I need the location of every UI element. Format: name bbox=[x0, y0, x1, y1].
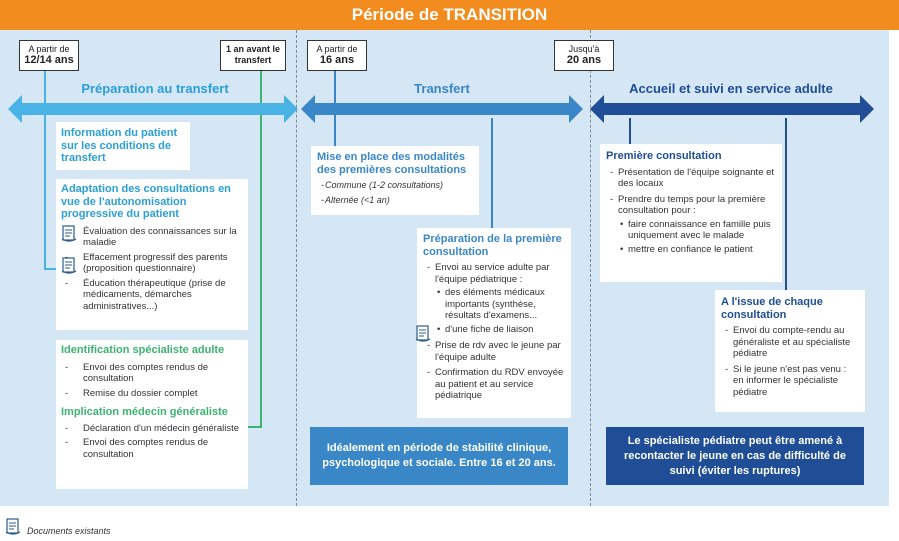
premiere-subitem: faire connaissance en famille puis uniqu… bbox=[618, 219, 776, 242]
timeline-connector bbox=[629, 118, 631, 144]
timeline-connector bbox=[246, 426, 262, 428]
modalites-title: Mise en place des modalités des première… bbox=[317, 151, 467, 176]
phase-label-accueil: Accueil et suivi en service adulte bbox=[629, 81, 833, 96]
issue-consultation-box: A l'issue de chaque consultation Envoi d… bbox=[715, 290, 865, 412]
phase-arrow-transfert bbox=[301, 95, 583, 123]
premiere-item: Prendre du temps pour la première consul… bbox=[606, 194, 776, 217]
age-tag-20: Jusqu'à 20 ans bbox=[554, 40, 614, 71]
issue-consultation-title: A l'issue de chaque consultation bbox=[721, 296, 823, 321]
age-tag-12-14: A partir de 12/14 ans bbox=[19, 40, 79, 71]
implication-item: Déclaration d'un médecin généraliste bbox=[61, 423, 243, 435]
adaptation-title: Adaptation des consultations en vue de l… bbox=[61, 183, 231, 220]
timeline-connector bbox=[491, 118, 493, 228]
age-tag-16: A partir de 16 ans bbox=[307, 40, 367, 71]
tag-caption: Jusqu'à bbox=[568, 44, 600, 54]
info-patient-box: Information du patient sur les condition… bbox=[56, 122, 190, 170]
legend-label: Documents existants bbox=[27, 526, 111, 536]
identification-title: Identification spécialiste adulte bbox=[61, 344, 225, 356]
preparation-subitem: des éléments médicaux importants (synthè… bbox=[435, 287, 565, 322]
identification-item: Remise du dossier complet bbox=[61, 388, 243, 400]
document-icon bbox=[61, 257, 77, 274]
phase-arrow-preparation bbox=[8, 95, 298, 123]
timeline-connector bbox=[785, 118, 787, 290]
phase-label-preparation: Préparation au transfert bbox=[81, 81, 229, 96]
tag-value: 16 ans bbox=[319, 54, 355, 66]
premiere-consultation-title: Première consultation bbox=[606, 150, 722, 162]
adaptation-box: Adaptation des consultations en vue de l… bbox=[56, 179, 248, 330]
preparation-item: Envoi au service adulte par l'équipe péd… bbox=[423, 262, 565, 285]
column-divider bbox=[590, 30, 591, 506]
identification-item: Envoi des comptes rendus de consultation bbox=[61, 362, 243, 385]
transfert-footer: Idéalement en période de stabilité clini… bbox=[310, 427, 568, 485]
timeline-connector bbox=[44, 268, 60, 270]
tag-value: 20 ans bbox=[566, 54, 602, 66]
modalites-box: Mise en place des modalités des première… bbox=[311, 146, 479, 215]
adaptation-item: Évaluation des connaissances sur la mala… bbox=[61, 226, 243, 249]
accueil-footer: Le spécialiste pédiatre peut être amené … bbox=[606, 427, 864, 485]
modalites-item: Commune (1-2 consultations) bbox=[317, 180, 473, 192]
tag-value: 12/14 ans bbox=[24, 54, 74, 66]
premiere-subitem: mettre en confiance le patient bbox=[618, 244, 776, 256]
adaptation-item: Éducation thérapeutique (prise de médica… bbox=[61, 278, 243, 313]
preparation-title: Préparation de la première consultation bbox=[423, 233, 562, 258]
document-icon bbox=[61, 225, 77, 242]
tag-caption: A partir de bbox=[316, 44, 358, 54]
preparation-item: Prise de rdv avec le jeune par l'équipe … bbox=[423, 340, 565, 363]
identification-box: Identification spécialiste adulte Envoi … bbox=[56, 340, 248, 489]
preparation-subitem: d'une fiche de liaison bbox=[435, 324, 565, 336]
adaptation-item: Effacement progressif des parents (propo… bbox=[61, 252, 243, 275]
tag-caption: A partir de bbox=[28, 44, 70, 54]
premiere-consultation-box: Première consultation Présentation de l'… bbox=[600, 144, 782, 282]
phase-arrow-accueil bbox=[590, 95, 874, 123]
preparation-item: Confirmation du RDV envoyée au patient e… bbox=[423, 367, 565, 402]
age-tag-1-an-avant: 1 an avant le transfert bbox=[220, 40, 286, 71]
column-divider bbox=[296, 30, 297, 506]
premiere-item: Présentation de l'équipe soignante et de… bbox=[606, 167, 776, 190]
implication-item: Envoi des comptes rendus de consultation bbox=[61, 437, 243, 460]
tag-value: 1 an avant le transfert bbox=[225, 44, 281, 65]
preparation-box: Préparation de la première consultation … bbox=[417, 228, 571, 418]
modalites-item: Alternée (<1 an) bbox=[317, 195, 473, 207]
issue-item: Envoi du compte-rendu au généraliste et … bbox=[721, 325, 859, 360]
timeline-connector bbox=[44, 65, 46, 270]
info-patient-title: Information du patient sur les condition… bbox=[61, 127, 178, 164]
document-icon bbox=[5, 518, 21, 535]
implication-title: Implication médecin généraliste bbox=[61, 406, 228, 418]
document-icon bbox=[415, 325, 431, 342]
timeline-connector bbox=[260, 65, 262, 428]
issue-item: Si le jeune n'est pas venu : en informer… bbox=[721, 364, 859, 399]
phase-label-transfert: Transfert bbox=[414, 81, 470, 96]
page-title: Période de TRANSITION bbox=[0, 0, 899, 30]
